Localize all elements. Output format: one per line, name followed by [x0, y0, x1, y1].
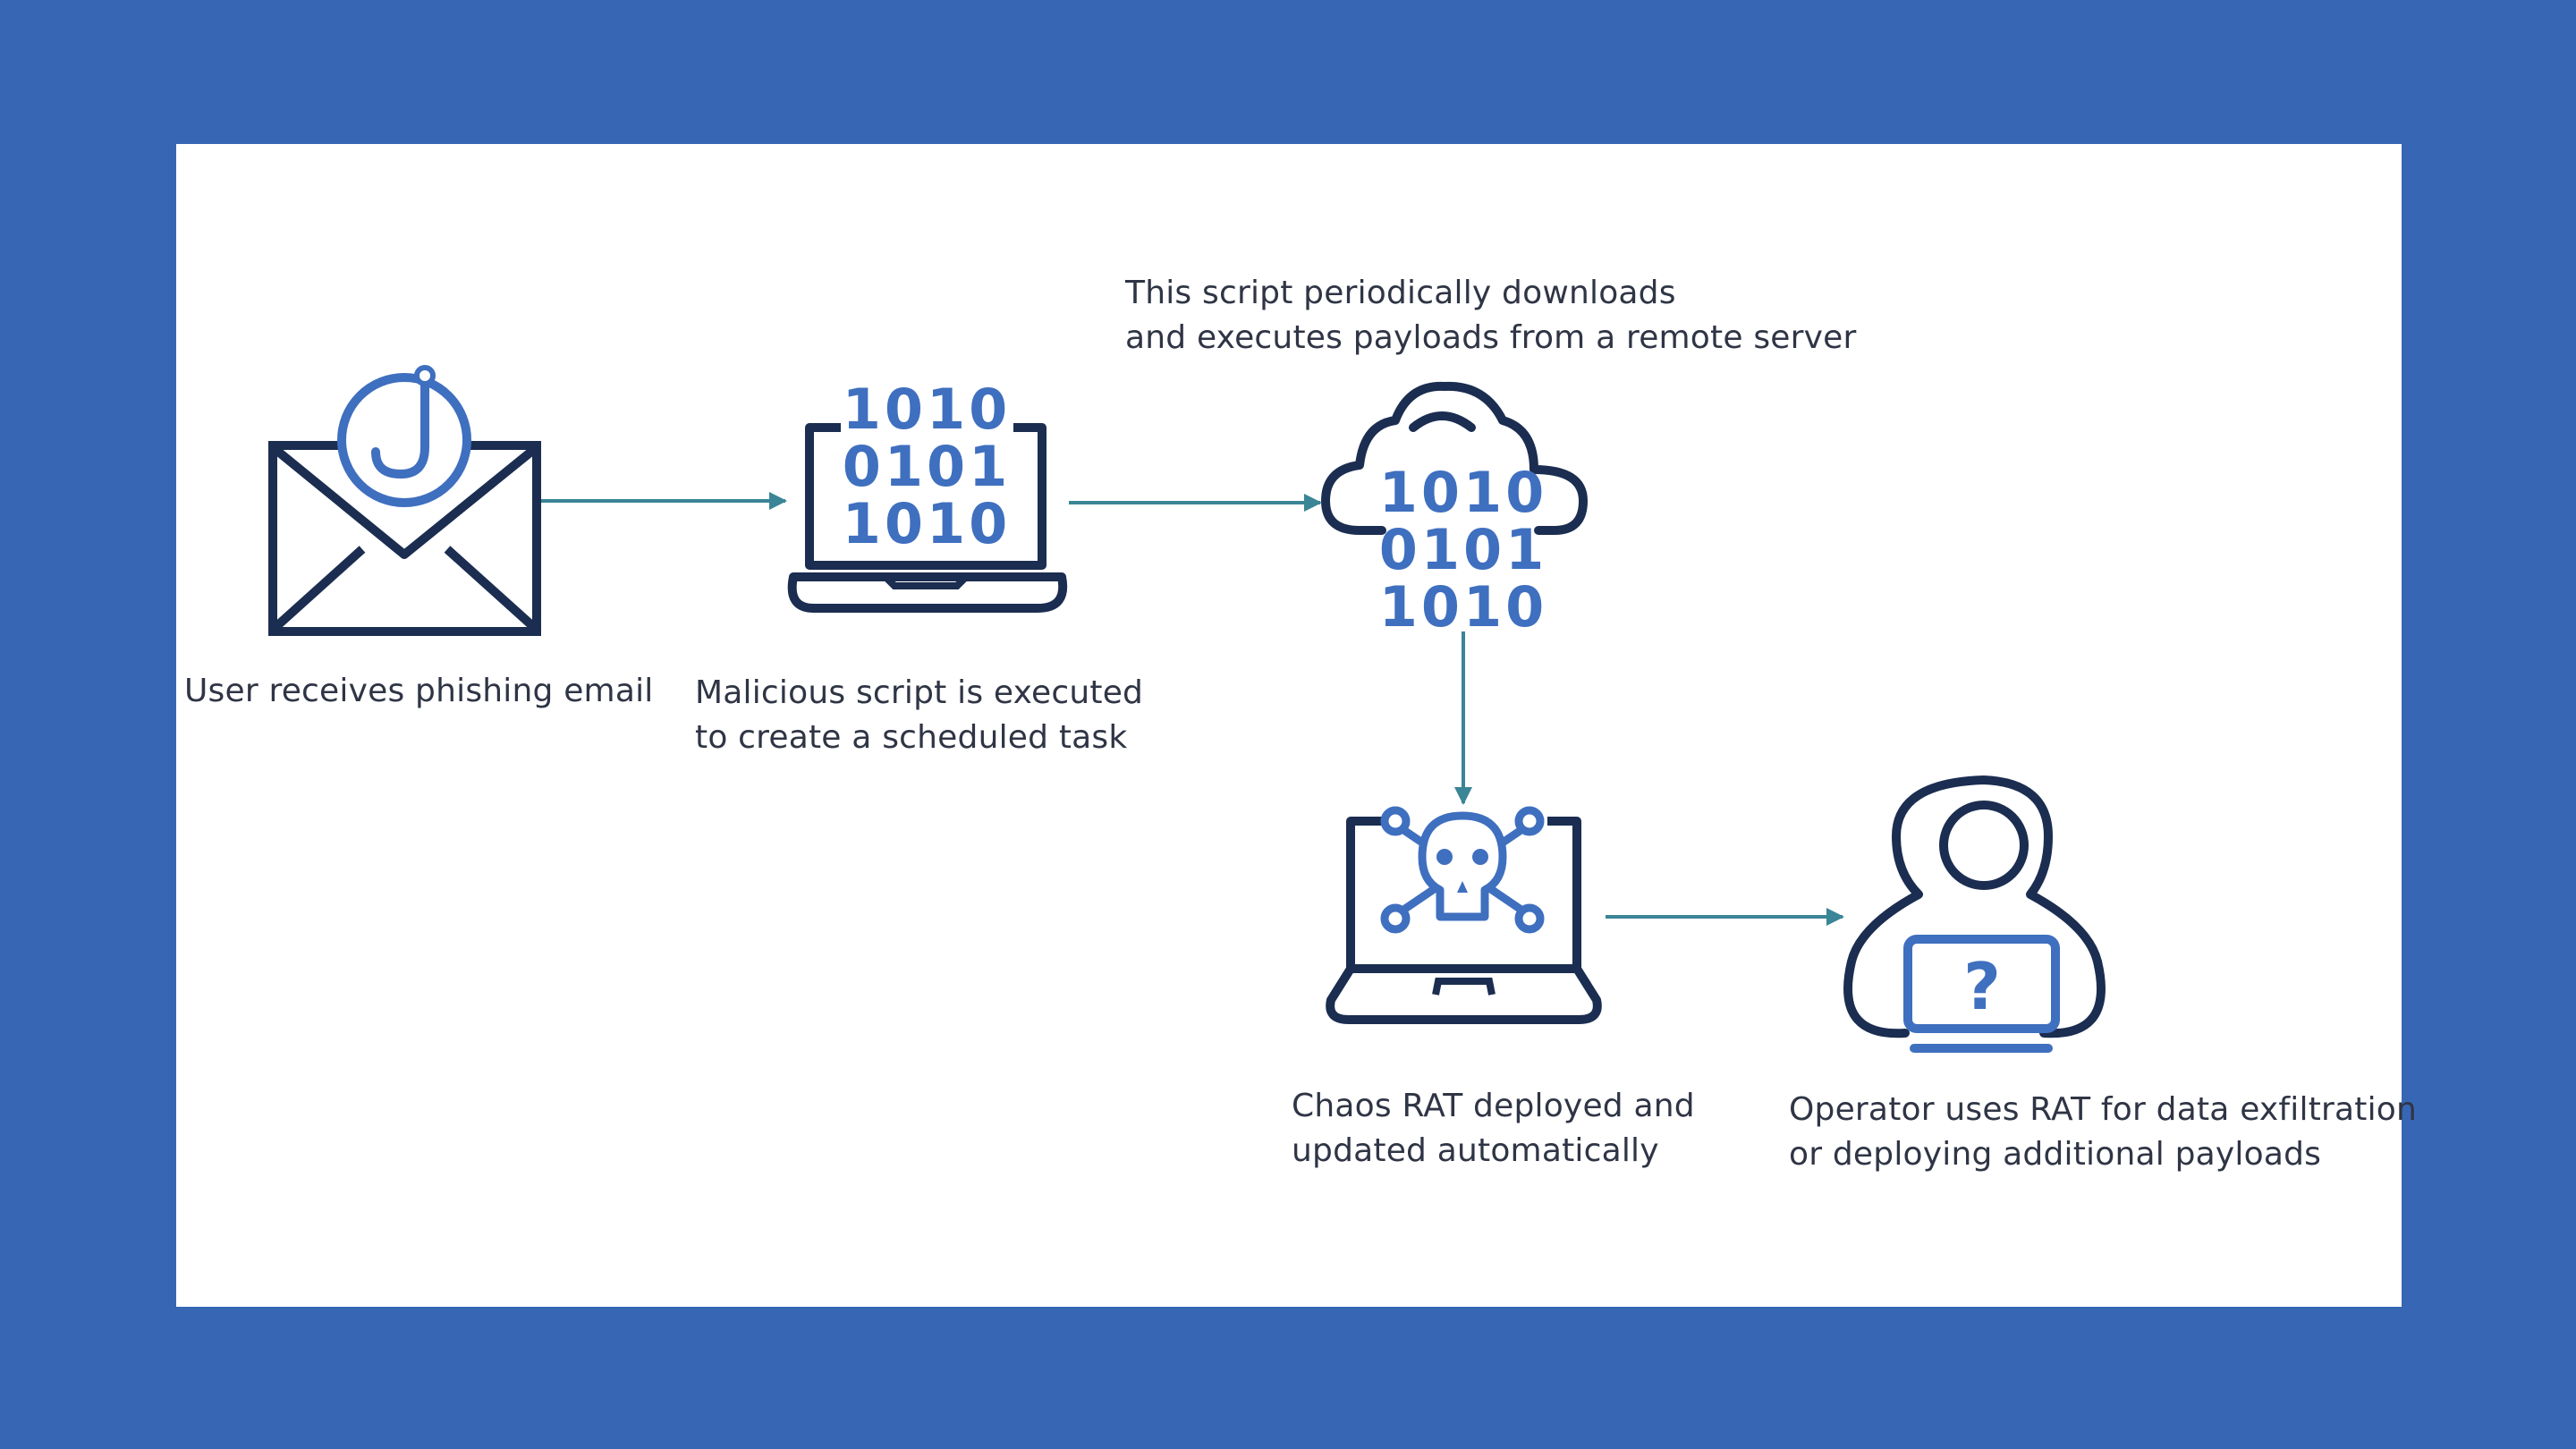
step-2-line-2: to create a scheduled task	[695, 719, 1128, 756]
laptop-skull-icon	[1326, 806, 1602, 1024]
envelope-hook-icon	[268, 365, 541, 636]
binary-row-2: 0101	[843, 434, 1012, 499]
diagram-panel	[176, 144, 2402, 1307]
step-5-line-1: Operator uses RAT for data exfiltration	[1789, 1091, 2418, 1128]
binary-row-3: 1010	[843, 491, 1012, 556]
step-2-label: Malicious script is executed to create a…	[695, 671, 1143, 760]
laptop-binary-icon: 1010 0101 1010	[787, 377, 1068, 613]
step-5-line-2: or deploying additional payloads	[1789, 1136, 2322, 1173]
step-2-line-1: Malicious script is executed	[695, 674, 1144, 711]
step-4-line-2: updated automatically	[1292, 1132, 1659, 1169]
step-5-label: Operator uses RAT for data exfiltration …	[1789, 1088, 2417, 1177]
binary-row-1: 1010	[1379, 460, 1548, 525]
step-1-line-1: User receives phishing email	[184, 673, 654, 709]
step-3-label: This script periodically downloads and e…	[1125, 271, 1857, 360]
skull-crossbones-icon	[1380, 806, 1545, 934]
step-4-line-1: Chaos RAT deployed and	[1292, 1088, 1695, 1124]
step-4-label: Chaos RAT deployed and updated automatic…	[1292, 1084, 1695, 1174]
step-1-label: User receives phishing email	[184, 669, 654, 714]
binary-row-3: 1010	[1379, 574, 1548, 640]
step-3-line-1: This script periodically downloads	[1125, 275, 1676, 311]
flow-arrows	[541, 492, 1844, 926]
hacker-icon: ?	[1843, 775, 2106, 1053]
binary-row-1: 1010	[843, 377, 1012, 442]
question-mark: ?	[1963, 949, 2001, 1024]
step-3-line-2: and executes payloads from a remote serv…	[1125, 319, 1857, 356]
binary-row-2: 0101	[1379, 517, 1548, 582]
cloud-binary-icon: 1010 0101 1010	[1321, 381, 1588, 640]
